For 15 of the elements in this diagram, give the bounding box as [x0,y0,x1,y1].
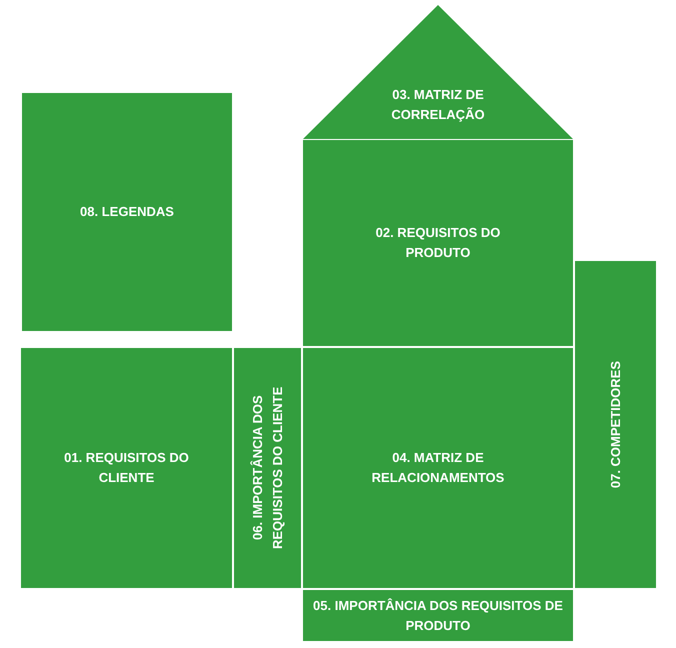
section-label: 02. REQUISITOS DO PRODUTO [374,224,502,262]
section-panel [303,348,573,588]
section-label: 01. REQUISITOS DO CLIENTE [63,449,190,487]
section-panel [22,93,232,331]
section-panel [303,140,573,346]
section-panel [303,590,573,641]
section-panel [234,348,301,588]
section-panel [575,261,656,588]
section-label: 08. LEGENDAS [80,203,174,221]
section-panel [21,348,232,588]
section-label: 06. IMPORTÂNCIA DOS REQUISITOS DO CLIENTE [248,386,286,552]
section-label: 07. COMPETIDORES [606,360,624,488]
section-label: 03. MATRIZ DE CORRELAÇÃO [390,86,486,124]
section-label: 04. MATRIZ DE RELACIONAMENTOS [370,449,506,487]
section-label: 05. IMPORTÂNCIA DOS REQUISITOS DE PRODUTO [312,596,564,634]
